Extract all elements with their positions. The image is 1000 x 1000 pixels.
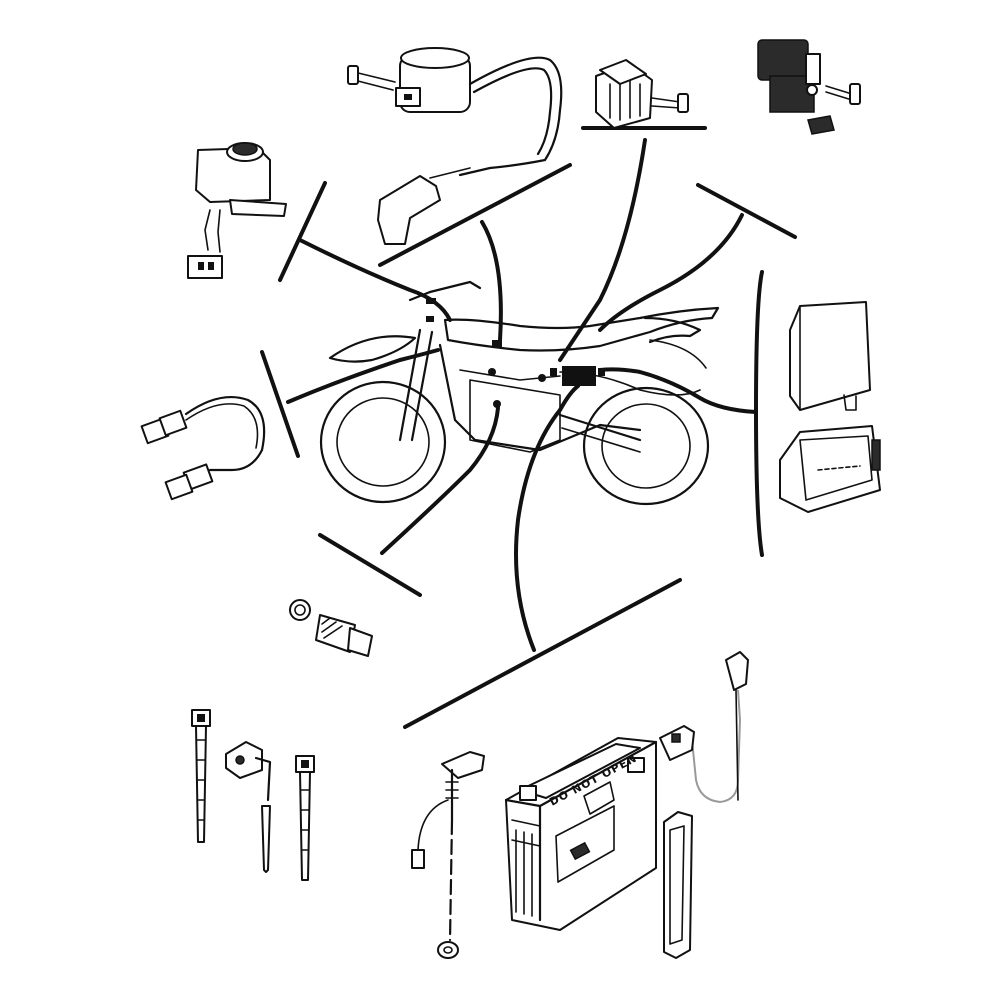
fuse-box	[779, 425, 881, 513]
engine	[469, 379, 561, 453]
handlebar	[428, 280, 482, 294]
tank-seat	[443, 306, 720, 352]
swingarm	[558, 413, 642, 442]
bracket-relay	[696, 183, 797, 239]
relay-bolt	[849, 83, 861, 105]
battery-marker	[562, 366, 596, 386]
spark-plug-cap	[377, 175, 441, 245]
cable-tie-right	[295, 755, 315, 881]
terminal-cover	[659, 725, 695, 761]
rectifier-bolt	[677, 93, 689, 113]
positive-lead	[659, 651, 749, 804]
front-wheel-rim	[336, 397, 430, 487]
high-tension-lead	[458, 56, 563, 177]
coil-bolt	[353, 71, 396, 83]
bracket-neutral-switch	[318, 533, 422, 597]
battery-label-plate	[555, 805, 615, 883]
ring-terminal	[437, 941, 459, 959]
battery: DO NOT OPEN	[504, 737, 658, 931]
battery-strap	[663, 811, 693, 959]
sensor-harness	[140, 396, 266, 501]
neutral-switch	[289, 599, 373, 657]
bracket-ignition-coil	[378, 163, 572, 267]
wire-clamp	[225, 741, 272, 873]
battery-lid	[519, 743, 641, 799]
bracket-battery	[403, 578, 682, 729]
leader-lines	[260, 126, 797, 729]
cdi-unit	[789, 301, 871, 411]
front-fork	[398, 328, 422, 442]
battery-lead	[411, 751, 485, 959]
frame	[438, 343, 642, 452]
ignition-coil	[347, 47, 563, 245]
neutral-washer	[289, 599, 311, 621]
front-wheel	[319, 380, 447, 504]
rear-wheel	[582, 386, 710, 506]
rectifier-regulator	[595, 59, 689, 129]
starter-relay	[757, 39, 861, 135]
cable-tie-left	[191, 709, 211, 843]
rear-fender	[643, 316, 702, 344]
bracket-sensor	[260, 350, 300, 458]
front-fender	[328, 335, 417, 363]
motorcycle-outline	[319, 280, 720, 506]
harness-wire	[184, 396, 266, 472]
main-switch	[187, 142, 287, 279]
bracket-main-switch	[278, 181, 327, 282]
relay-fuse	[807, 115, 835, 135]
rear-wheel-rim	[601, 403, 691, 489]
